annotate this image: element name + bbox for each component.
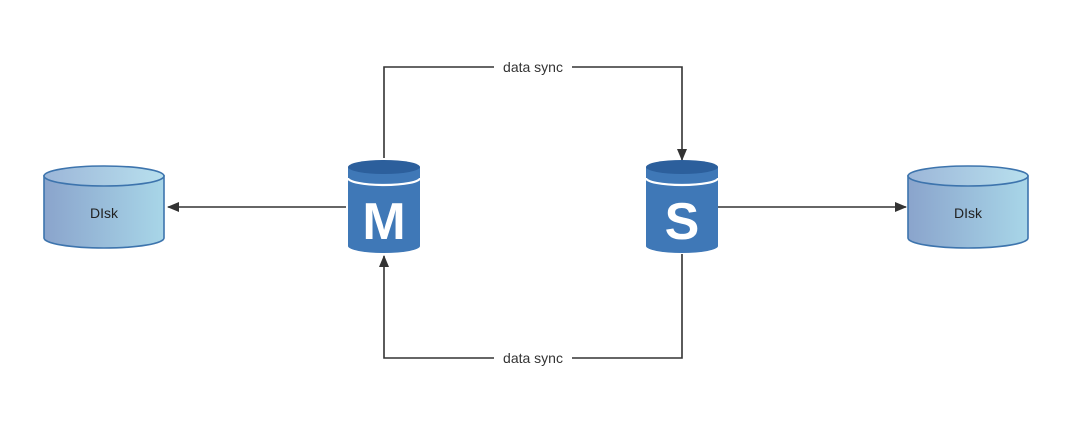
bottom-sync-label: data sync: [503, 350, 563, 366]
disk-cylinder-icon: [43, 165, 165, 249]
database-icon: [346, 160, 422, 253]
master-letter: M: [362, 193, 405, 251]
top-sync-connector: data sync: [383, 58, 687, 161]
top-sync-label: data sync: [503, 59, 563, 75]
disk-cylinder-icon: [907, 165, 1029, 249]
disk-left-label: DIsk: [90, 205, 119, 221]
master-database: M: [346, 160, 422, 253]
disk-right: DIsk: [907, 165, 1029, 249]
slave-database: S: [644, 160, 720, 253]
bottom-sync-connector: data sync: [379, 254, 683, 367]
database-icon: [644, 160, 720, 253]
slave-letter: S: [665, 193, 700, 251]
disk-right-label: DIsk: [954, 205, 983, 221]
disk-left: DIsk: [43, 165, 165, 249]
